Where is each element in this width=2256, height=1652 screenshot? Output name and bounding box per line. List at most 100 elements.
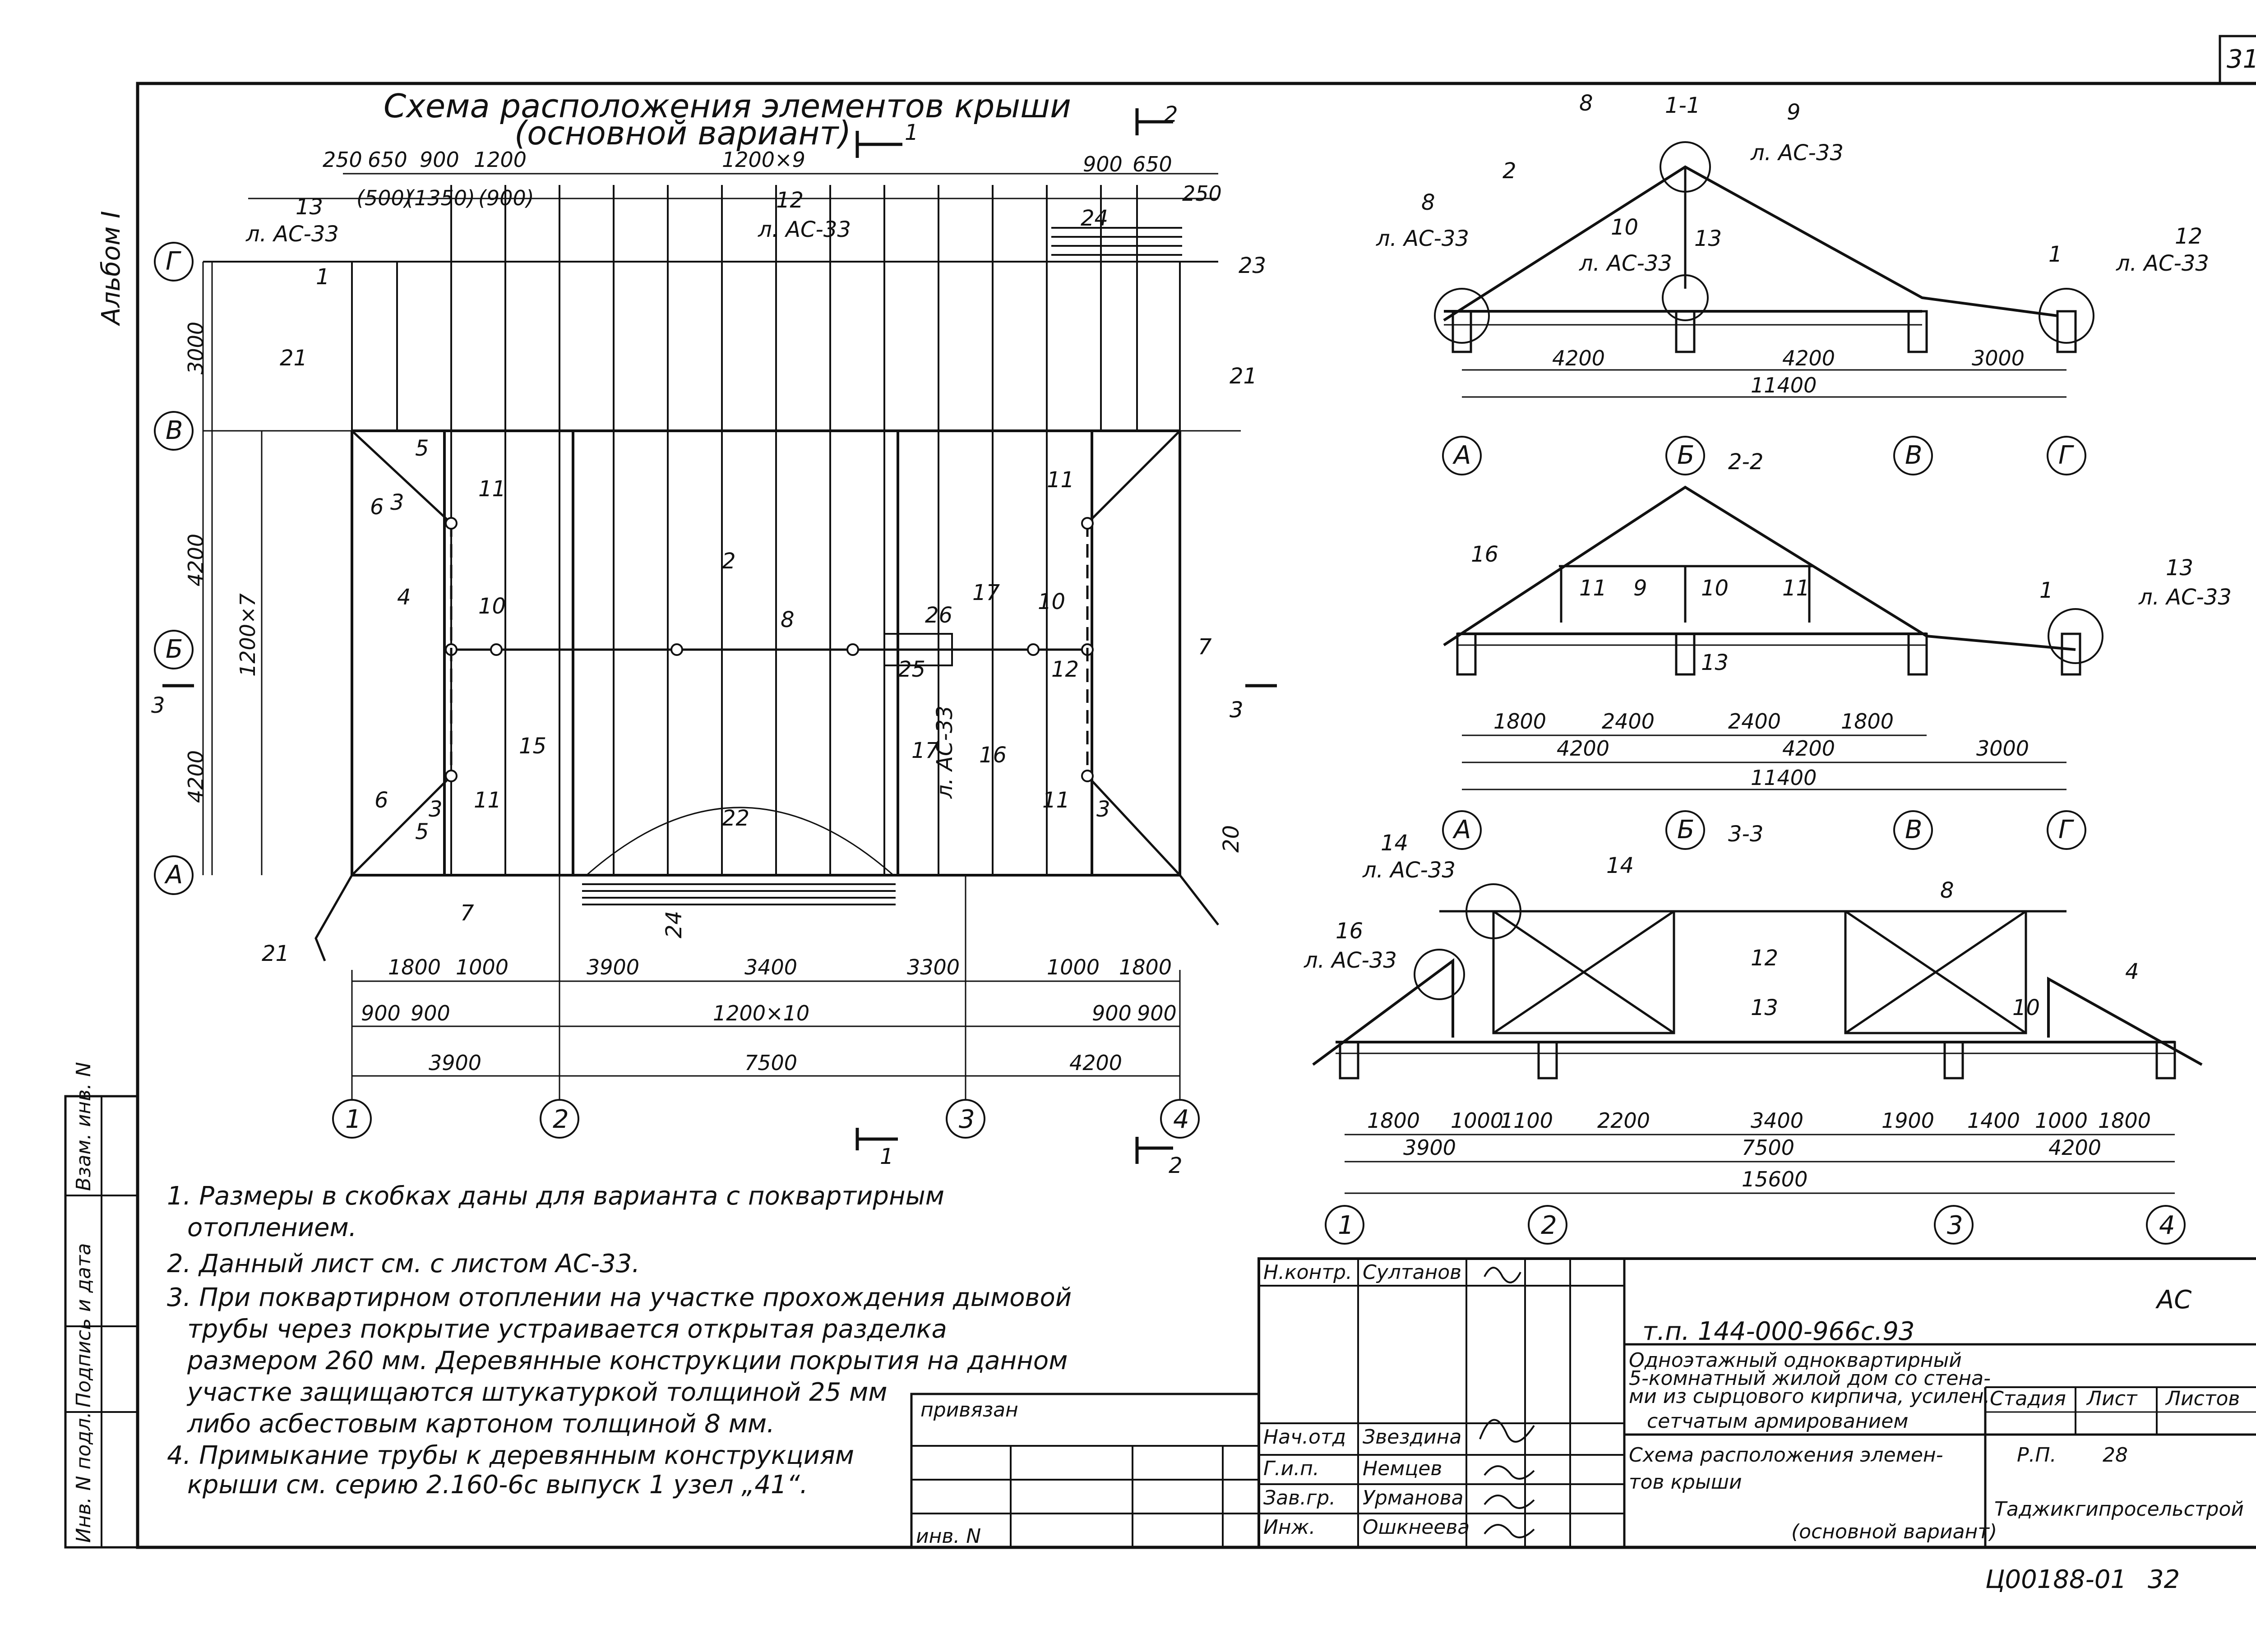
tb-project-desc-4: сетчатым армированием xyxy=(1647,1410,1908,1433)
plan-label: л. АС-33 xyxy=(758,217,851,242)
section33-axes: 1 2 3 4 xyxy=(1325,1205,2186,1245)
axis-row-v: В xyxy=(166,416,183,445)
s33-dim-15600: 15600 xyxy=(1742,1167,1808,1191)
s11-label: 13 xyxy=(1694,226,1722,251)
s11-label: 1 xyxy=(2048,242,2062,267)
s33-axis-1: 1 xyxy=(1338,1211,1354,1240)
hip-nodes xyxy=(445,517,1094,782)
section22-hangers xyxy=(1560,566,1811,623)
section22-roof xyxy=(1443,485,2076,651)
s33-label: 12 xyxy=(1751,946,1778,971)
s33-label: 13 xyxy=(1751,995,1778,1020)
plan-label: 3 xyxy=(429,797,443,822)
side-stamp-vzam: Взам. инв. N xyxy=(72,1062,95,1191)
s33-axis-4: 4 xyxy=(2159,1211,2175,1240)
s33-dim-1800a: 1800 xyxy=(1367,1108,1420,1133)
s11-label: 12 xyxy=(2175,224,2202,249)
s22-dim-11400: 11400 xyxy=(1751,766,1817,790)
plan-label: 2 xyxy=(722,549,736,574)
plan-label: 16 xyxy=(979,743,1007,768)
dim-b2-900rr: 900 xyxy=(1137,1001,1177,1025)
s22-label: л. АС-33 xyxy=(2138,585,2232,610)
tb-name-1: Звездина xyxy=(1363,1426,1461,1449)
section33-title: 3-3 xyxy=(1728,821,1763,847)
plan-label: 4 xyxy=(397,585,411,610)
dim-b3-3900: 3900 xyxy=(429,1051,481,1075)
s22-dim-2400a: 2400 xyxy=(1602,709,1655,734)
section22-node-13 xyxy=(2048,608,2103,664)
tb-role-2: Г.и.п. xyxy=(1263,1457,1319,1480)
s33-dim-2200: 2200 xyxy=(1597,1108,1650,1133)
roof-plan: Схема расположения элементов крыши (осно… xyxy=(151,87,1277,1178)
s11-label: 8 xyxy=(1579,91,1593,116)
plan-label: 5 xyxy=(415,436,429,461)
axis-row-a: А xyxy=(164,860,183,890)
s33-dim-1100: 1100 xyxy=(1500,1108,1553,1133)
tb-name-2: Немцев xyxy=(1363,1457,1442,1480)
tb-list: 28 xyxy=(2103,1444,2128,1467)
plan-axis-rows: Г В Б А xyxy=(154,242,204,895)
note-4b: крыши см. серию 2.160-6с выпуск 1 узел „… xyxy=(187,1470,808,1500)
dim-top-250: 250 xyxy=(323,148,362,172)
s11-label: л. АС-33 xyxy=(1376,226,1469,251)
section33-node-14 xyxy=(1465,883,1521,939)
dim-b1-1800: 1800 xyxy=(388,955,441,979)
plan-label: 3 xyxy=(1230,697,1244,723)
dim-top-650: 650 xyxy=(368,148,407,172)
note-2: 2. Данный лист см. с листом АС-33. xyxy=(167,1249,640,1278)
section33-roof-right xyxy=(2047,976,2203,1066)
s22-label: 9 xyxy=(1633,576,1647,601)
dim-left-4200b: 4200 xyxy=(184,750,208,803)
tb-name-3: Урманова xyxy=(1363,1486,1463,1509)
section22-labels: 16 11 9 10 11 1 13 13 л. АС-33 xyxy=(1471,542,2232,675)
s11-axis-v: В xyxy=(1905,441,1922,470)
s11-label: 8 xyxy=(1421,190,1435,215)
plan-label: 11 xyxy=(1042,788,1070,813)
section-mark-1-bottom: 1 xyxy=(880,1144,894,1169)
tb-stadia: Р.П. xyxy=(2017,1444,2057,1467)
tb-sheet-title-1: Схема расположения элемен- xyxy=(1629,1444,1943,1467)
dim-top-500: (500) xyxy=(356,186,412,210)
dim-top-900b: (900) xyxy=(478,186,534,210)
dim-b2-900r: 900 xyxy=(1092,1001,1132,1025)
tb-signatures xyxy=(1479,1267,1535,1538)
section22-title: 2-2 xyxy=(1728,449,1763,475)
note-4a: 4. Примыкание трубы к деревянным констру… xyxy=(167,1441,854,1470)
s22-axis-b: Б xyxy=(1677,815,1694,844)
plan-label: 11 xyxy=(478,476,506,502)
plan-label: 10 xyxy=(478,594,506,619)
plan-label: 23 xyxy=(1239,253,1266,278)
plan-bottom-dimensions: 1800 1000 3900 3400 3300 1000 1800 900 9… xyxy=(352,955,1180,1077)
tb-role-3: Зав.гр. xyxy=(1263,1486,1336,1509)
dim-b3-4200: 4200 xyxy=(1069,1051,1122,1075)
section11-roof xyxy=(1443,165,2058,322)
plan-axis-cols: 1 2 3 4 xyxy=(332,875,1200,1139)
dim-b1-3400: 3400 xyxy=(744,955,797,979)
ridge-nodes xyxy=(445,643,1094,656)
s11-axis-a: А xyxy=(1452,441,1471,470)
bottom-page: 32 xyxy=(2148,1565,2180,1594)
plan-label: 20 xyxy=(1219,825,1244,853)
section11-dim-3000: 3000 xyxy=(1972,346,2025,370)
axis-row-g: Г xyxy=(166,247,181,276)
section33-node-16 xyxy=(1414,949,1465,1000)
s33-dim-3400: 3400 xyxy=(1751,1108,1803,1133)
s22-axis-a: А xyxy=(1452,815,1471,844)
axis-col-3: 3 xyxy=(959,1105,975,1134)
s22-label: 10 xyxy=(1701,576,1729,601)
tb-project-desc-2: 5-комнатный жилой дом со стена- xyxy=(1629,1367,1991,1390)
s33-dim-3900: 3900 xyxy=(1403,1135,1456,1160)
s22-label: 16 xyxy=(1471,542,1498,567)
section11-walls xyxy=(1452,310,2077,353)
dim-top-900r: 900 xyxy=(1083,152,1123,176)
dim-b2-900: 900 xyxy=(361,1001,401,1025)
s22-axis-g: Г xyxy=(2058,815,2074,844)
plan-top-dimensions: 250 650 900 1200 1200×9 900 650 250 (500… xyxy=(248,148,1222,210)
s33-label: 14 xyxy=(1381,831,1408,856)
s22-axis-v: В xyxy=(1905,815,1922,844)
note-3a: 3. При поквартирном отоплении на участке… xyxy=(167,1283,1072,1312)
s22-dim-4200a: 4200 xyxy=(1557,736,1609,761)
plan-label: 24 xyxy=(1081,206,1108,231)
s22-label: 13 xyxy=(1701,650,1729,675)
section-mark-2-bottom: 2 xyxy=(1169,1153,1183,1178)
